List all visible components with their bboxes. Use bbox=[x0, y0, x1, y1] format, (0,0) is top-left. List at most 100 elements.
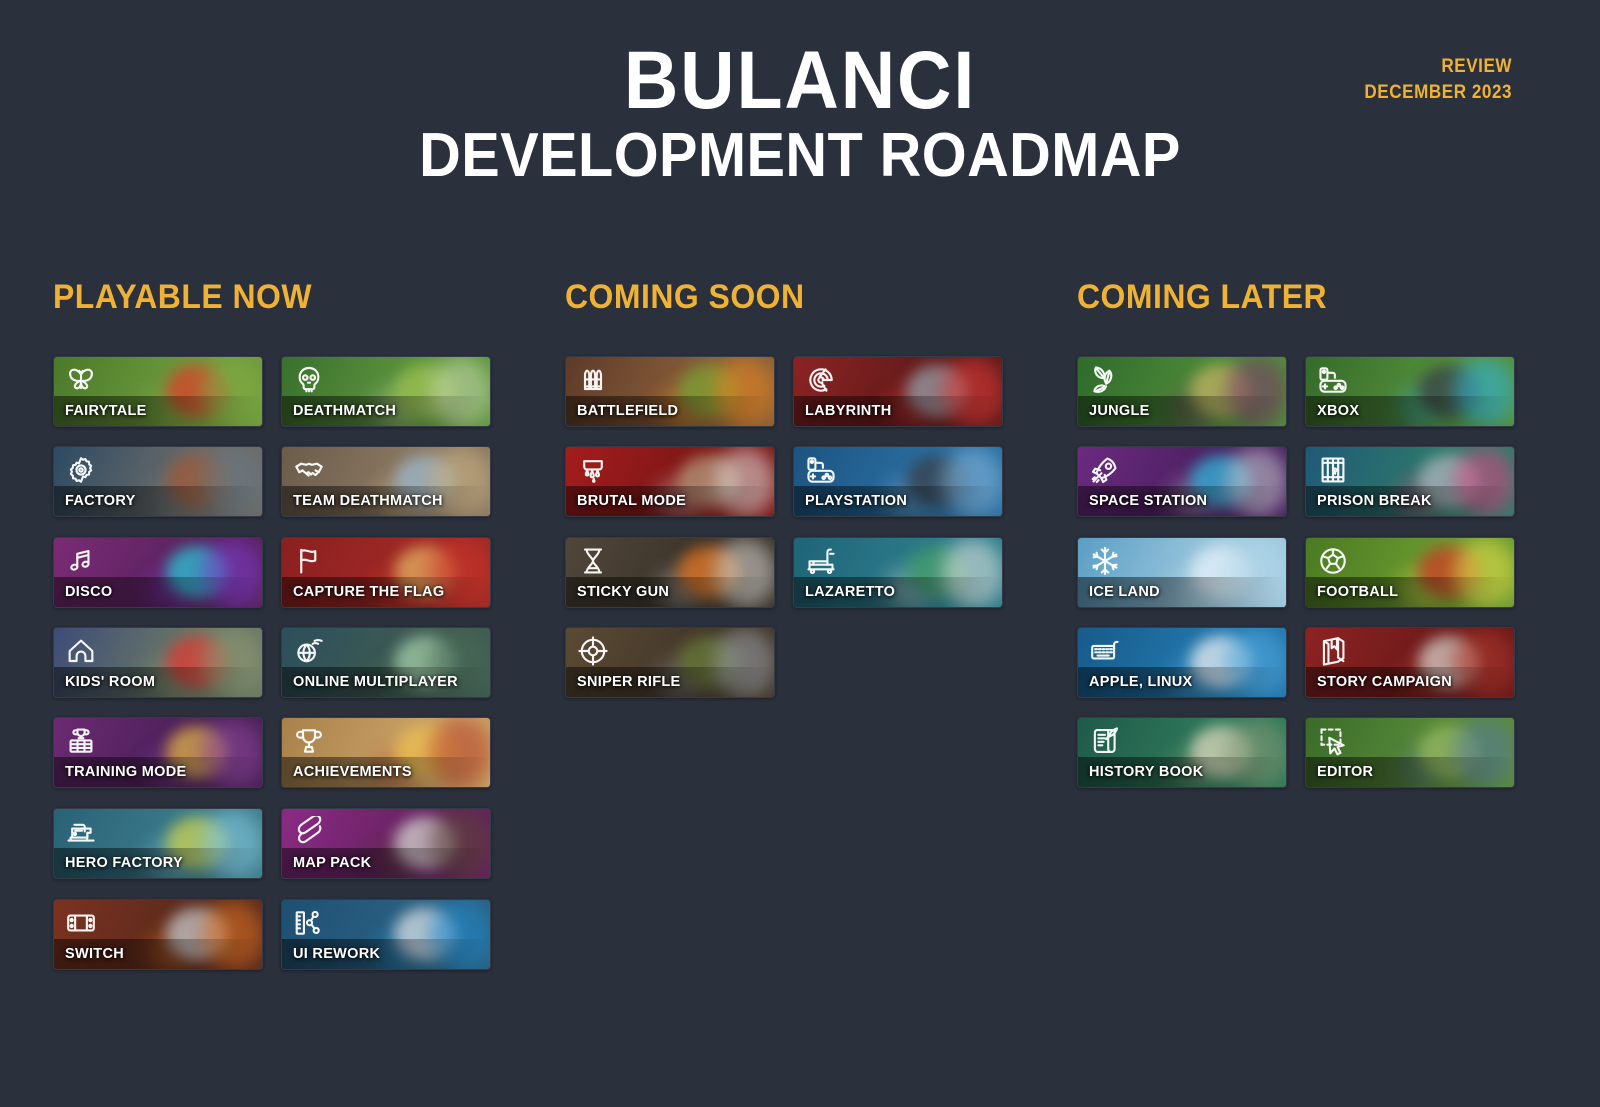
roadmap-card[interactable]: FAIRYTALE bbox=[53, 356, 263, 427]
card-artwork bbox=[368, 900, 490, 969]
map-scroll-icon bbox=[293, 816, 325, 848]
roadmap-card[interactable]: ICE LAND bbox=[1077, 537, 1287, 608]
card-artwork bbox=[140, 538, 262, 607]
card-label-scrim bbox=[54, 396, 262, 426]
card-artwork bbox=[1164, 538, 1286, 607]
globe-signal-icon bbox=[293, 635, 325, 667]
card-artwork bbox=[1164, 628, 1286, 697]
card-label: HERO FACTORY bbox=[65, 855, 183, 871]
card-artwork bbox=[1392, 628, 1514, 697]
card-label: FAIRYTALE bbox=[65, 403, 147, 419]
review-stamp: REVIEW DECEMBER 2023 bbox=[1364, 54, 1512, 105]
card-label: LABYRINTH bbox=[805, 403, 892, 419]
card-label-scrim bbox=[282, 486, 490, 516]
card-label-scrim bbox=[1078, 667, 1286, 697]
card-artwork bbox=[1164, 357, 1286, 426]
card-label-scrim bbox=[566, 577, 774, 607]
blood-drip-icon bbox=[577, 454, 609, 486]
card-label: JUNGLE bbox=[1089, 403, 1150, 419]
card-artwork bbox=[140, 718, 262, 787]
roadmap-card[interactable]: PRISON BREAK bbox=[1305, 446, 1515, 517]
card-artwork bbox=[368, 447, 490, 516]
card-label: PRISON BREAK bbox=[1317, 493, 1432, 509]
roadmap-card[interactable]: SNIPER RIFLE bbox=[565, 627, 775, 698]
card-label: TEAM DEATHMATCH bbox=[293, 493, 443, 509]
keyboard-icon bbox=[1089, 635, 1121, 667]
card-label: LAZARETTO bbox=[805, 584, 896, 600]
card-label-scrim bbox=[282, 396, 490, 426]
card-artwork bbox=[368, 628, 490, 697]
roadmap-card[interactable]: EDITOR bbox=[1305, 717, 1515, 788]
handshake-icon bbox=[293, 454, 325, 486]
review-date: DECEMBER 2023 bbox=[1364, 81, 1512, 103]
hourglass-icon bbox=[577, 545, 609, 577]
card-label: STORY CAMPAIGN bbox=[1317, 674, 1452, 690]
prison-bars-icon bbox=[1317, 454, 1349, 486]
card-label-scrim bbox=[794, 486, 1002, 516]
card-label: SWITCH bbox=[65, 946, 124, 962]
gamepad-icon bbox=[805, 454, 837, 486]
roadmap-card[interactable]: HERO FACTORY bbox=[53, 808, 263, 879]
roadmap-card[interactable]: JUNGLE bbox=[1077, 356, 1287, 427]
roadmap-card[interactable]: LAZARETTO bbox=[793, 537, 1003, 608]
card-artwork bbox=[1392, 538, 1514, 607]
card-label-scrim bbox=[1306, 396, 1514, 426]
roadmap-card[interactable]: LABYRINTH bbox=[793, 356, 1003, 427]
card-artwork bbox=[140, 628, 262, 697]
card-label: TRAINING MODE bbox=[65, 764, 187, 780]
ruler-nodes-icon bbox=[293, 907, 325, 939]
roadmap-card[interactable]: STICKY GUN bbox=[565, 537, 775, 608]
card-artwork bbox=[880, 538, 1002, 607]
card-label-scrim bbox=[1306, 757, 1514, 787]
review-label: REVIEW bbox=[1441, 56, 1512, 77]
roadmap-card[interactable]: DEATHMATCH bbox=[281, 356, 491, 427]
football-icon bbox=[1317, 545, 1349, 577]
card-label-scrim bbox=[1078, 757, 1286, 787]
card-label-scrim bbox=[1306, 667, 1514, 697]
roadmap-card[interactable]: KIDS' ROOM bbox=[53, 627, 263, 698]
column-heading: COMING LATER bbox=[1077, 278, 1328, 316]
sewing-machine-icon bbox=[65, 816, 97, 848]
roadmap-card[interactable]: PLAYSTATION bbox=[793, 446, 1003, 517]
butterfly-icon bbox=[65, 364, 97, 396]
card-artwork bbox=[1392, 357, 1514, 426]
roadmap-card[interactable]: ACHIEVEMENTS bbox=[281, 717, 491, 788]
bullets-icon bbox=[577, 364, 609, 396]
card-label: FOOTBALL bbox=[1317, 584, 1399, 600]
roadmap-card[interactable]: APPLE, LINUX bbox=[1077, 627, 1287, 698]
roadmap-card[interactable]: CAPTURE THE FLAG bbox=[281, 537, 491, 608]
hospital-bed-icon bbox=[805, 545, 837, 577]
book-icon bbox=[1317, 635, 1349, 667]
card-artwork bbox=[140, 900, 262, 969]
card-artwork bbox=[652, 357, 774, 426]
trophy-board-icon bbox=[65, 725, 97, 757]
card-label-scrim bbox=[54, 486, 262, 516]
card-artwork bbox=[652, 447, 774, 516]
roadmap-card[interactable]: XBOX bbox=[1305, 356, 1515, 427]
roadmap-card[interactable]: DISCO bbox=[53, 537, 263, 608]
card-artwork bbox=[140, 357, 262, 426]
roadmap-card[interactable]: UI REWORK bbox=[281, 899, 491, 970]
roadmap-card[interactable]: BATTLEFIELD bbox=[565, 356, 775, 427]
page-subtitle: DEVELOPMENT ROADMAP bbox=[419, 120, 1181, 190]
roadmap-card[interactable]: FOOTBALL bbox=[1305, 537, 1515, 608]
roadmap-card[interactable]: STORY CAMPAIGN bbox=[1305, 627, 1515, 698]
card-artwork bbox=[880, 447, 1002, 516]
card-label-scrim bbox=[794, 396, 1002, 426]
card-label: ONLINE MULTIPLAYER bbox=[293, 674, 458, 690]
roadmap-card[interactable]: SPACE STATION bbox=[1077, 446, 1287, 517]
roadmap-card[interactable]: HISTORY BOOK bbox=[1077, 717, 1287, 788]
roadmap-card[interactable]: TRAINING MODE bbox=[53, 717, 263, 788]
roadmap-card[interactable]: FACTORY bbox=[53, 446, 263, 517]
card-label: SNIPER RIFLE bbox=[577, 674, 681, 690]
card-artwork bbox=[1164, 718, 1286, 787]
roadmap-card[interactable]: SWITCH bbox=[53, 899, 263, 970]
card-label-scrim bbox=[54, 667, 262, 697]
card-label-scrim bbox=[54, 577, 262, 607]
roadmap-card[interactable]: MAP PACK bbox=[281, 808, 491, 879]
card-artwork bbox=[368, 809, 490, 878]
maze-icon bbox=[805, 364, 837, 396]
roadmap-card[interactable]: BRUTAL MODE bbox=[565, 446, 775, 517]
roadmap-card[interactable]: ONLINE MULTIPLAYER bbox=[281, 627, 491, 698]
roadmap-card[interactable]: TEAM DEATHMATCH bbox=[281, 446, 491, 517]
